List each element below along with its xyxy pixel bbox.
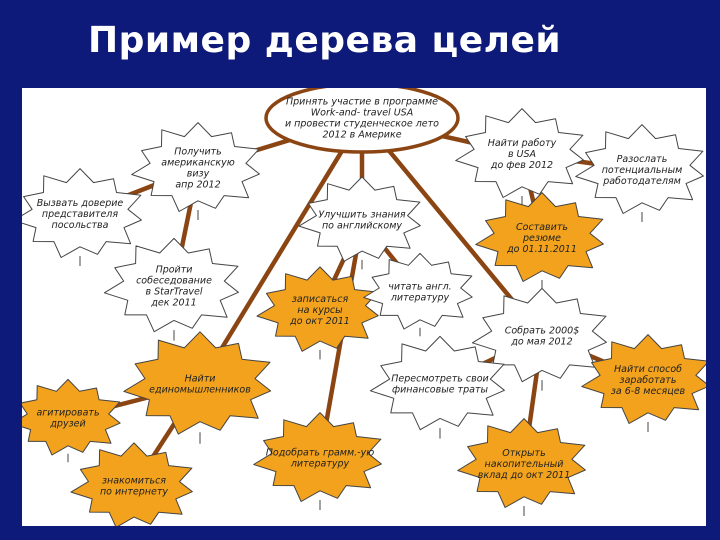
- goal-leaf-text: Составить: [516, 222, 568, 233]
- goal-leaf-text: финансовые траты: [392, 385, 488, 396]
- goal-leaf-text: друзей: [49, 419, 85, 430]
- goal-leaf-text: знакомиться: [102, 476, 166, 487]
- maple-leaf-shape: [457, 418, 586, 516]
- root-goal-line: Work-and- travel USA: [311, 108, 413, 119]
- goal-leaf-text: читать англ.: [388, 282, 451, 293]
- goal-leaf-text: собеседование: [136, 276, 212, 287]
- goal-leaf-text: Разослать: [617, 154, 668, 165]
- maple-leaf-shape: [123, 331, 272, 444]
- goal-leaf-text: до мая 2012: [510, 337, 572, 348]
- maple-leaf-shape: [253, 412, 382, 510]
- goal-leaf-text: Улучшить знания: [318, 210, 406, 221]
- goal-leaf-text: представителя: [42, 209, 118, 220]
- goal-leaf-text: по английскому: [322, 221, 402, 232]
- goal-leaf-text: Вызвать доверие: [37, 198, 124, 209]
- goal-leaf-text: потенциальным: [602, 165, 683, 176]
- goal-leaf-text: за 6-8 месяцев: [611, 386, 686, 397]
- maple-leaf-shape: [471, 287, 607, 391]
- goal-leaf-text: до фев 2012: [490, 160, 553, 171]
- goal-leaf-text: по интернету: [100, 487, 168, 498]
- goal-leaf-text: Найти: [185, 374, 216, 385]
- maple-leaf-shape: [22, 378, 121, 463]
- goal-leaf-text: литературу: [390, 293, 450, 304]
- goal-leaf-text: визу: [187, 169, 210, 180]
- maple-leaf-shape: [256, 266, 379, 360]
- goal-leaf-text: до 01.11.2011: [506, 244, 577, 255]
- goal-leaf-text: заработать: [620, 375, 677, 386]
- goal-leaf-text: на курсы: [297, 305, 343, 316]
- goal-leaf-text: Получить: [174, 147, 222, 158]
- maple-leaf-shape: [575, 124, 704, 222]
- maple-leaf-shape: [369, 335, 505, 439]
- goal-leaf-text: апр 2012: [175, 180, 220, 191]
- goal-leaf-text: единомышленников: [149, 385, 251, 396]
- maple-leaf-shape: [22, 168, 142, 266]
- goal-leaf-text: Собрать 2000$: [505, 326, 580, 337]
- goal-leaf-text: в USA: [508, 149, 536, 160]
- goal-leaf-text: работодателям: [602, 176, 681, 187]
- maple-leaf-shape: [298, 176, 421, 270]
- goal-leaf-text: резюме: [522, 233, 561, 244]
- maple-leaf-shape: [131, 122, 260, 220]
- goal-leaf-text: записаться: [292, 294, 349, 305]
- goal-leaf-text: вклад до окт 2011: [478, 470, 571, 481]
- goal-leaf-text: Пройти: [156, 265, 193, 276]
- goal-leaf-text: накопительный: [485, 459, 564, 470]
- goal-leaf-text: в StarTravel: [146, 287, 203, 298]
- goal-leaf-text: дек 2011: [150, 298, 196, 309]
- root-goal-line: Принять участие в программе: [286, 97, 438, 108]
- maple-leaf-shape: [363, 252, 473, 337]
- maple-leaf-shape: [103, 237, 239, 341]
- goal-leaf-text: американскую: [161, 158, 234, 169]
- root-goal-line: и провести студенческое лето: [285, 119, 439, 130]
- goal-leaf-text: литературу: [290, 459, 350, 470]
- goal-leaf-text: посольства: [52, 220, 109, 231]
- goal-leaf-reading: читать англ.литературу: [363, 252, 473, 337]
- root-goal-ellipse: [264, 88, 460, 154]
- goal-leaf-text: Найти способ: [614, 364, 682, 375]
- goal-leaf-text: Открыть: [502, 448, 545, 459]
- goal-leaf-money: Собрать 2000$до мая 2012: [471, 287, 607, 391]
- maple-leaf-shape: [581, 334, 706, 432]
- goal-leaf-text: Пересмотреть свои: [391, 374, 488, 385]
- goal-leaf-text: Подобрать грамм.-ую: [266, 448, 374, 459]
- root-goal-line: 2012 в Америке: [322, 130, 401, 141]
- goal-leaf-text: до окт 2011: [289, 316, 350, 327]
- slide-title: Пример дерева целей: [88, 20, 562, 61]
- branch-root-friends: [197, 115, 365, 387]
- goal-leaf-text: Найти работу: [488, 138, 557, 149]
- goal-leaf-text: агитировать: [36, 408, 99, 419]
- maple-leaf-shape: [70, 442, 193, 526]
